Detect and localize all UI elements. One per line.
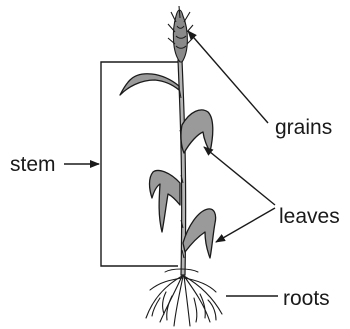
pointer-lines — [64, 31, 278, 296]
leaves-label: leaves — [279, 206, 340, 227]
leaf-lower-left — [150, 170, 181, 232]
roots-label: roots — [283, 288, 330, 309]
leaf-upper-right — [181, 110, 213, 153]
leaf-icons — [120, 74, 216, 258]
roots-icon — [146, 269, 222, 326]
grains-label: grains — [275, 117, 332, 138]
stem-label: stem — [10, 154, 56, 175]
stem-bracket — [101, 62, 178, 266]
grain-ear-icon — [168, 6, 193, 62]
leaf-lower-right — [183, 209, 216, 258]
leaves-arrow-lower — [216, 208, 275, 242]
leaves-arrow-upper — [204, 147, 275, 205]
grains-arrow — [188, 31, 268, 123]
leaf-upper-left — [120, 74, 179, 95]
